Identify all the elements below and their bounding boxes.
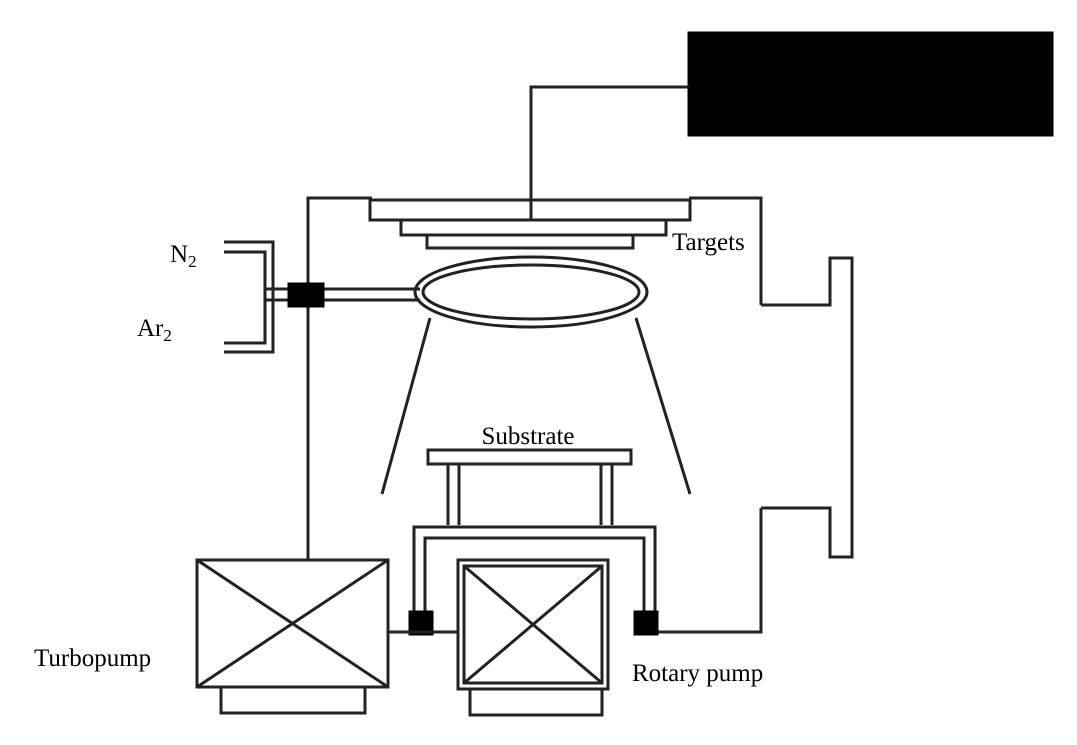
roughing-line [408,525,659,636]
turbopump [195,558,390,715]
roughing-line-inner [423,536,646,612]
ring-inner [421,263,641,321]
plasma-cone-right [634,317,692,495]
targets-label: Targets [672,229,745,256]
substrate-plate [426,448,633,466]
substrate-label: Substrate [481,423,574,450]
chamber-wall-right-lower [653,508,763,634]
turbopump-label: Turbopump [34,645,151,672]
rotary-pump-base [468,687,604,717]
turbopump-base [219,685,367,715]
target-plate-3 [425,233,635,250]
rotary-pump-inner [462,564,604,685]
ring-outer [413,255,649,329]
chamber-flange [761,256,854,559]
substrate-holder [426,448,633,525]
ring-gas-distributor [413,255,649,329]
rotary-pump [456,558,610,717]
turbopump-cross-b [196,558,389,689]
power-supply-wire [529,85,689,216]
gas-valve [287,282,325,308]
chamber-wall-right [689,196,763,305]
roughing-valve-right [633,610,659,636]
n2-line-inner [224,250,267,345]
power-supply-label: Pulse power supply [737,65,1003,102]
rotary-pump-label: Rotary pump [632,660,763,687]
roughing-valve-left [408,610,434,636]
pulse-power-supply: Pulse power supply [687,31,1054,137]
chamber-wall-left [306,196,372,560]
gas-inlet [224,240,420,354]
n2-label: N2 [170,241,197,271]
plasma-cone-left [380,317,432,495]
vacuum-chamber [306,196,854,634]
n2-line-outer [224,240,275,354]
roughing-line-outer [412,525,657,612]
ar2-label: Ar2 [137,315,172,345]
target-plate-2 [399,218,668,237]
power-supply-box [687,31,1054,137]
rotary-pump-cross-b [463,564,603,685]
